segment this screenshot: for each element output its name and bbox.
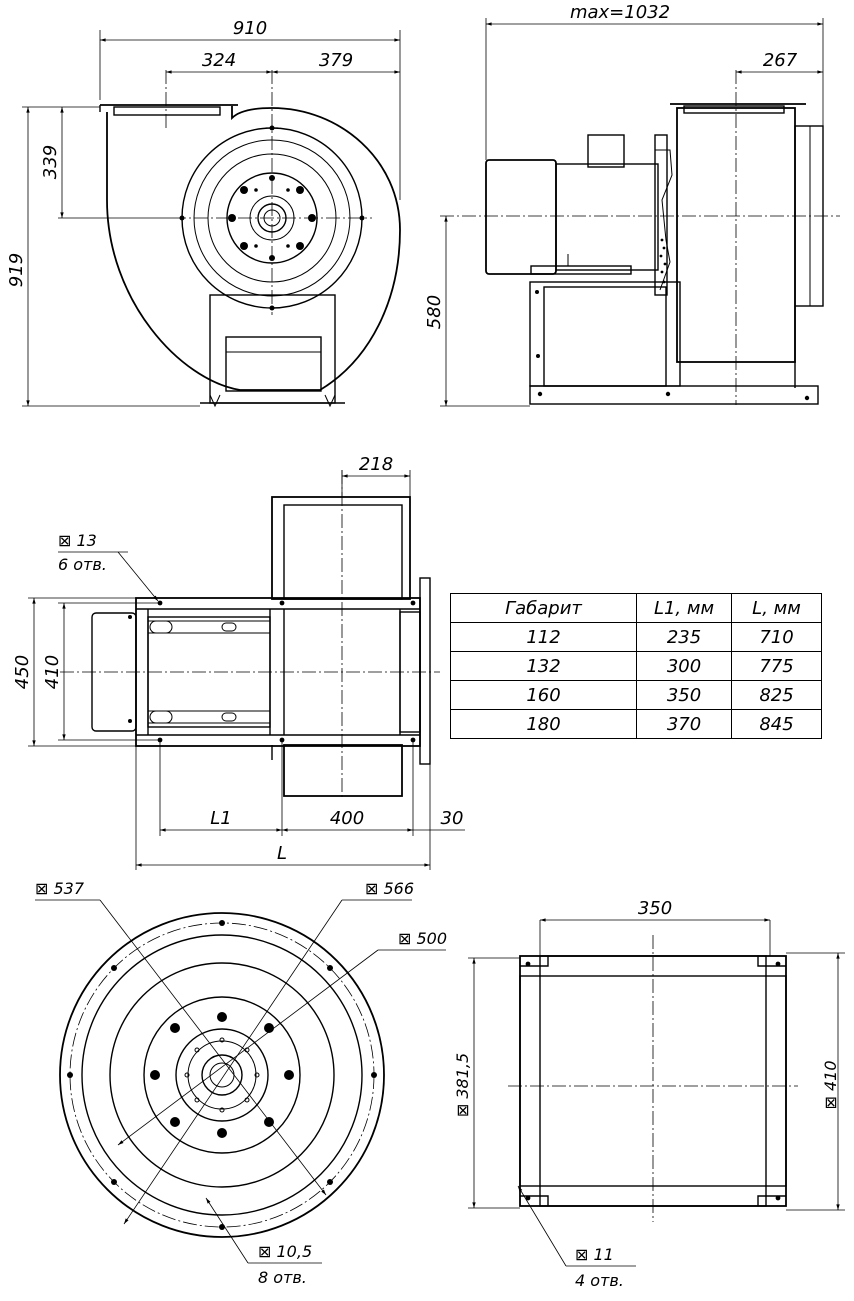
header-l: L, мм: [731, 593, 822, 623]
dim-dia-537: ⊠ 537: [35, 879, 85, 898]
table-row: 112 235 710: [450, 622, 822, 652]
dim-30: 30: [441, 808, 464, 829]
top-housing-upper: [271, 496, 411, 600]
dim-919: 919: [6, 253, 27, 287]
dim-410-base: 410: [42, 655, 63, 689]
table-cell: 825: [731, 680, 822, 710]
hole-count-6: 6 отв.: [58, 555, 107, 574]
top-view: 218 450 410 ⊠ 13 6 отв. L1 400 30 L: [12, 454, 465, 870]
dim-218: 218: [359, 454, 393, 475]
table-cell: 350: [636, 680, 732, 710]
outlet-hole-count: 4 отв.: [575, 1271, 624, 1290]
top-housing-lower: [283, 744, 403, 797]
table-cell: 112: [450, 622, 637, 652]
hole-callout-13: ⊠ 13: [58, 531, 97, 550]
table-row: 180 370 845: [450, 709, 822, 739]
dim-350: 350: [638, 898, 672, 919]
table-cell: 370: [636, 709, 732, 739]
table-cell: 710: [731, 622, 822, 652]
flange-outer-circle: [59, 912, 385, 1238]
dim-379: 379: [319, 50, 353, 71]
dim-dia-500: ⊠ 500: [398, 929, 447, 948]
dim-267: 267: [763, 50, 798, 71]
dim-L1: L1: [210, 808, 231, 829]
volute-housing: [106, 106, 401, 391]
side-view: max=1032 267 580: [424, 2, 840, 407]
flange-hub: [201, 1054, 243, 1096]
dim-910: 910: [233, 18, 267, 39]
header-size: Габарит: [450, 593, 637, 623]
table-cell: 180: [450, 709, 637, 739]
dim-400: 400: [330, 808, 364, 829]
table-cell: 775: [731, 651, 822, 681]
dim-450: 450: [12, 655, 33, 689]
dim-381-5: ⊠ 381,5: [453, 1053, 472, 1117]
header-l1: L1, мм: [636, 593, 732, 623]
dim-410-outlet: ⊠ 410: [821, 1060, 840, 1109]
inlet-flange-view: ⊠ 537 ⊠ 566 ⊠ 500 ⊠ 10,5 8 отв.: [35, 879, 447, 1287]
table-header-row: Габарит L1, мм L, мм: [450, 593, 822, 623]
flange-hole-count: 8 отв.: [258, 1268, 307, 1287]
side-base-rail: [529, 385, 819, 405]
size-table: Габарит L1, мм L, мм 112 235 710 132 300…: [450, 593, 822, 739]
table-cell: 235: [636, 622, 732, 652]
table-row: 132 300 775: [450, 651, 822, 681]
dim-324: 324: [202, 50, 236, 71]
flange-hole-callout: ⊠ 10,5: [258, 1242, 312, 1261]
dim-max-1032: max=1032: [570, 2, 670, 23]
outlet-flange-view: 350 ⊠ 381,5 ⊠ 410 ⊠ 11 4 отв.: [453, 898, 845, 1290]
front-view: 910 324 379 339 919: [6, 18, 401, 408]
dim-339: 339: [40, 145, 61, 179]
table-cell: 160: [450, 680, 637, 710]
motor-body: [485, 159, 557, 275]
dim-L: L: [277, 843, 287, 864]
outlet-hole-callout: ⊠ 11: [575, 1245, 614, 1264]
table-row: 160 350 825: [450, 680, 822, 710]
table-cell: 300: [636, 651, 732, 681]
table-cell: 845: [731, 709, 822, 739]
dim-dia-566: ⊠ 566: [365, 879, 414, 898]
table-cell: 132: [450, 651, 637, 681]
dim-580: 580: [424, 295, 445, 329]
